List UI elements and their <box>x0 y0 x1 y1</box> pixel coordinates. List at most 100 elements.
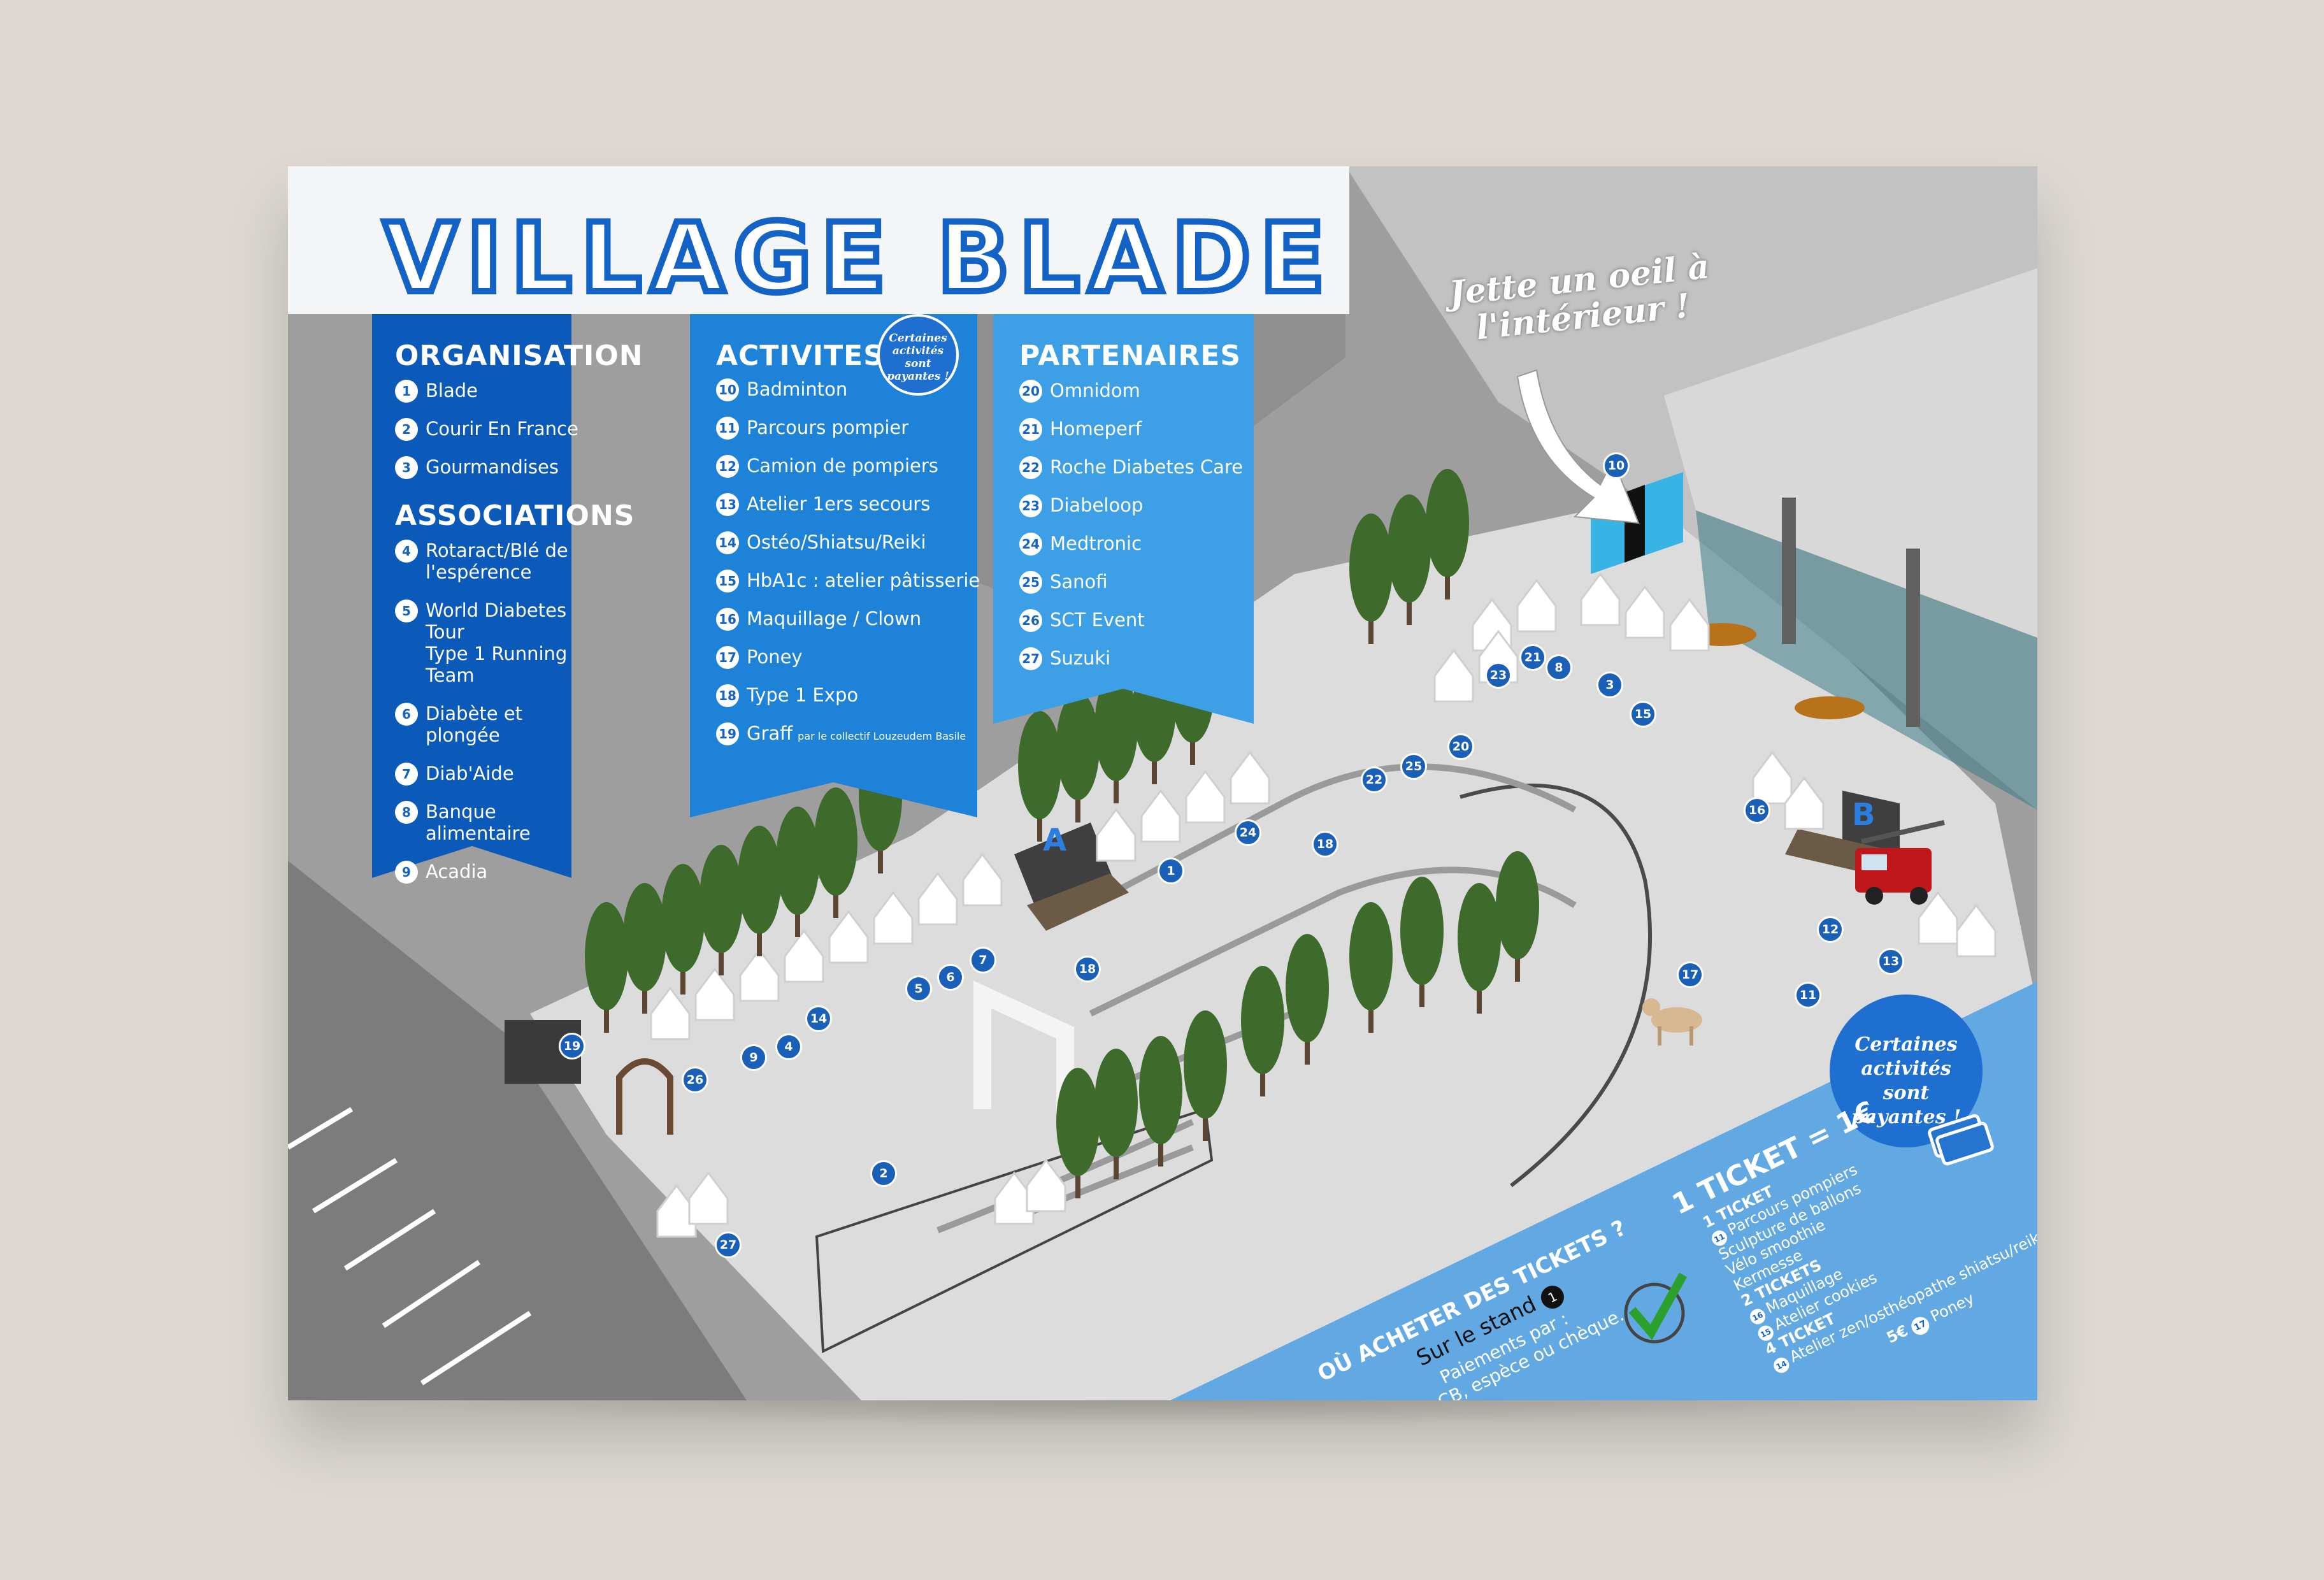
tree <box>1286 934 1329 1065</box>
title-bar <box>288 166 1349 314</box>
item-label: Banque alimentaire <box>426 801 531 844</box>
checkmark-icon <box>1624 1272 1688 1344</box>
item-label: Gourmandises <box>426 456 559 478</box>
associations-item: 7 Diab'Aide <box>395 763 580 786</box>
tree <box>1426 469 1469 600</box>
zone-a-label: A <box>1043 822 1067 858</box>
item-number: 8 <box>395 801 418 824</box>
item-label: Diab'Aide <box>426 763 514 784</box>
item-label: Omnidom <box>1050 380 1140 401</box>
item-number: 24 <box>1019 533 1042 556</box>
sticker-paid-small-text: Certaines activités sont payantes ! <box>887 332 949 383</box>
map-pin: 7 <box>970 947 996 973</box>
tent <box>1230 750 1270 805</box>
tent <box>1096 808 1137 862</box>
map-pin: 5 <box>905 975 932 1002</box>
item-number: 7 <box>395 763 418 786</box>
tents <box>650 572 1997 1238</box>
map-illustration <box>288 166 2037 1400</box>
tree <box>1349 514 1393 644</box>
map-pin: 17 <box>1677 961 1704 988</box>
item-number: 20 <box>1019 380 1042 403</box>
item-number: 2 <box>395 418 418 441</box>
item-label: Ostéo/Shiatsu/Reiki <box>747 531 926 553</box>
item-label: Acadia <box>426 861 488 882</box>
map-pin: 24 <box>1235 819 1261 846</box>
tent <box>1580 572 1621 626</box>
item-label: HbA1c : atelier pâtisserie <box>747 570 980 591</box>
item-number: 17 <box>716 646 739 669</box>
map-pin: 23 <box>1485 662 1512 689</box>
zone-b-label: B <box>1852 797 1876 833</box>
item-label: Diabeloop <box>1050 494 1144 516</box>
item-number: 10 <box>716 378 739 401</box>
tent <box>917 872 958 926</box>
item-number: 27 <box>1019 647 1042 670</box>
tree <box>1056 692 1100 822</box>
tent <box>1140 789 1181 843</box>
item-label: Maquillage / Clown <box>747 608 922 629</box>
tree <box>814 787 857 918</box>
sticker-paid-small: Certaines activités sont payantes ! <box>877 314 959 396</box>
tent <box>1185 770 1226 824</box>
tree <box>1349 902 1393 1033</box>
tent <box>784 929 824 983</box>
item-label: Poney <box>747 646 803 668</box>
tree <box>1184 1010 1227 1141</box>
tent <box>1956 903 1997 958</box>
tree <box>623 883 666 1014</box>
tree <box>661 864 705 995</box>
trees <box>585 469 1539 1198</box>
partenaires-heading: PARTENAIRES <box>1019 340 1242 372</box>
item-label: Roche Diabetes Care <box>1050 456 1244 478</box>
building-glass <box>1696 510 2037 810</box>
map-pin: 27 <box>715 1232 742 1258</box>
arrow-icon <box>1516 369 1640 524</box>
organisation-heading: ORGANISATION <box>395 340 643 372</box>
map-pin: 16 <box>1744 797 1770 824</box>
parking-lot <box>288 861 747 1400</box>
ticket-item-number: 14 <box>1771 1354 1792 1375</box>
entrance-gate <box>616 1058 673 1135</box>
item-label: Homeperf <box>1050 418 1142 440</box>
map-pin: 12 <box>1817 916 1844 943</box>
tent <box>1516 578 1557 633</box>
map-pin: 4 <box>775 1033 802 1060</box>
banner-partenaires-bg <box>993 314 1254 724</box>
pillar <box>1906 549 1920 727</box>
tree <box>1018 711 1061 842</box>
parking-lines <box>288 1107 532 1386</box>
map-pin: 3 <box>1596 672 1623 698</box>
item-label: Diabète et plongée <box>426 703 523 746</box>
item-number: 9 <box>395 861 418 884</box>
item-number: 25 <box>1019 571 1042 594</box>
item-label: Medtronic <box>1050 533 1142 554</box>
map-pin: 18 <box>1074 956 1101 982</box>
item-label: Atelier 1ers secours <box>747 493 931 515</box>
tent <box>650 986 691 1040</box>
map-pin: 9 <box>740 1044 767 1071</box>
item-number: 13 <box>716 493 739 516</box>
map-pin: 6 <box>937 964 964 991</box>
item-number: 26 <box>1019 609 1042 632</box>
map-pin: 11 <box>1795 982 1821 1009</box>
activites-item: 13 Atelier 1ers secours <box>716 493 984 516</box>
tree <box>1388 494 1431 625</box>
tent <box>1625 585 1665 639</box>
